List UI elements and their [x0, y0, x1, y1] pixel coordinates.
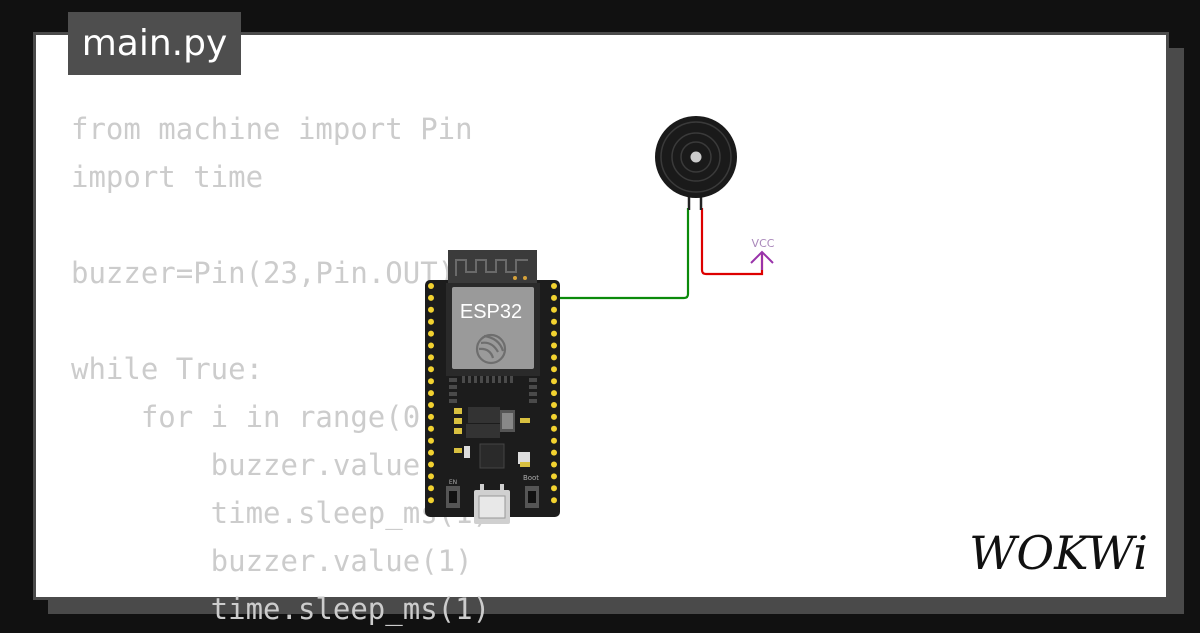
header-pin[interactable] — [428, 449, 434, 456]
header-pin[interactable] — [428, 306, 434, 313]
esp32-label: ESP32 — [460, 301, 522, 323]
code-line: buzzer.value(1) — [71, 544, 473, 578]
header-pin[interactable] — [428, 461, 434, 468]
header-pin[interactable] — [551, 461, 557, 468]
code-line: buzzer=Pin(23,Pin.OUT) — [71, 256, 456, 290]
header-pin[interactable] — [551, 497, 557, 504]
header-pin[interactable] — [428, 366, 434, 373]
code-line: time.sleep_ms(1) — [71, 592, 491, 626]
code-line: while True: — [71, 352, 264, 386]
boot-button[interactable]: Boot — [523, 474, 539, 508]
header-pin[interactable] — [428, 318, 434, 325]
board-components — [454, 407, 530, 469]
header-pin[interactable] — [551, 390, 557, 397]
wire-signal[interactable] — [552, 208, 690, 300]
header-pin[interactable] — [428, 473, 434, 480]
boot-label: Boot — [523, 474, 539, 482]
en-label: EN — [449, 479, 457, 486]
header-pin[interactable] — [551, 449, 557, 456]
header-pin[interactable] — [551, 318, 557, 325]
header-pin[interactable] — [551, 330, 557, 337]
code-line: from machine import Pin — [71, 112, 473, 146]
header-pin[interactable] — [428, 354, 434, 361]
header-pin[interactable] — [551, 354, 557, 361]
esp32-antenna — [448, 250, 537, 284]
file-tab-main-py[interactable]: main.py — [68, 12, 241, 75]
header-pin[interactable] — [551, 283, 557, 289]
module-pads — [449, 376, 537, 403]
header-pin[interactable] — [428, 342, 434, 349]
pin-header-right — [551, 283, 557, 504]
header-pin[interactable] — [551, 425, 557, 432]
header-pin[interactable] — [551, 306, 557, 313]
header-pin[interactable] — [428, 485, 434, 492]
header-pin[interactable] — [428, 294, 434, 301]
header-pin[interactable] — [428, 390, 434, 397]
vcc-symbol[interactable]: VCC — [750, 237, 775, 270]
header-pin[interactable] — [551, 402, 557, 408]
preview-card: from machine import Pin import time buzz… — [33, 32, 1169, 626]
header-pin[interactable] — [551, 437, 557, 444]
wire-power[interactable] — [700, 208, 764, 276]
header-pin[interactable] — [551, 378, 557, 385]
header-pin[interactable] — [551, 485, 557, 492]
header-pin[interactable] — [551, 294, 557, 301]
espressif-logo-icon — [475, 333, 507, 365]
pin-header-left — [428, 283, 434, 504]
header-pin[interactable] — [428, 402, 434, 408]
header-pin[interactable] — [551, 473, 557, 480]
wokwi-logo: WOKWi — [969, 526, 1148, 580]
header-pin[interactable] — [428, 378, 434, 385]
header-pin[interactable] — [428, 497, 434, 504]
buzzer-center-dot — [690, 151, 702, 163]
header-pin[interactable] — [428, 425, 434, 432]
header-pin[interactable] — [551, 366, 557, 373]
header-pin[interactable] — [551, 342, 557, 349]
en-button[interactable]: EN — [446, 479, 460, 508]
usb-port — [474, 484, 510, 524]
code-line: import time — [71, 160, 264, 194]
header-pin[interactable] — [551, 413, 557, 420]
buzzer[interactable] — [655, 116, 737, 210]
vcc-label: VCC — [752, 237, 775, 250]
header-pin[interactable] — [428, 437, 434, 444]
esp32-shield — [452, 287, 534, 369]
header-pin[interactable] — [428, 330, 434, 337]
header-pin[interactable] — [428, 283, 434, 289]
header-pin[interactable] — [428, 413, 434, 420]
esp32-board[interactable]: ESP32 — [425, 250, 560, 524]
